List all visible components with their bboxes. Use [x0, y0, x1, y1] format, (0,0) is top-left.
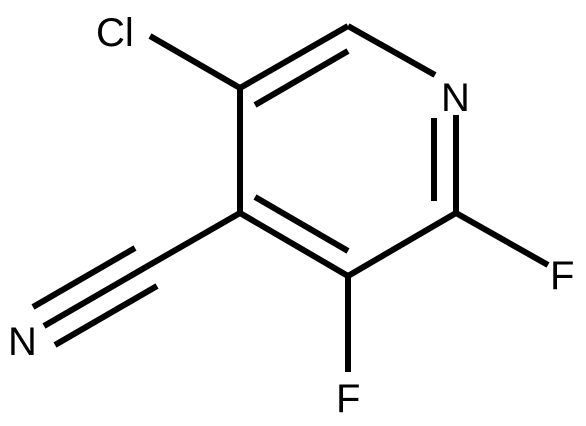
chlorine-label: Cl — [96, 11, 134, 55]
bond-c5-cl — [148, 33, 242, 91]
nitrile-nitrogen-label: N — [8, 320, 37, 364]
nitrile-bond-upper — [31, 245, 137, 310]
bond-c4-cn — [144, 210, 242, 270]
bond-c5-c6 — [238, 23, 350, 91]
ring-nitrogen-label: N — [441, 76, 470, 120]
nitrile-triple-bond — [31, 245, 159, 348]
bond-c2-f — [454, 210, 550, 268]
nitrile-bond-center — [42, 264, 148, 329]
bond-c5-c6-inner — [253, 48, 350, 108]
fluorine-label-2: F — [550, 254, 574, 298]
bond-c6-n1 — [346, 23, 437, 78]
bond-c3-c4-inner — [253, 194, 350, 254]
bond-c3-c4 — [238, 210, 350, 279]
fluorine-label-3: F — [336, 377, 360, 421]
bond-c2-c3 — [346, 210, 458, 279]
nitrile-bond-lower — [53, 283, 159, 348]
pyridine-ring — [237, 23, 459, 279]
